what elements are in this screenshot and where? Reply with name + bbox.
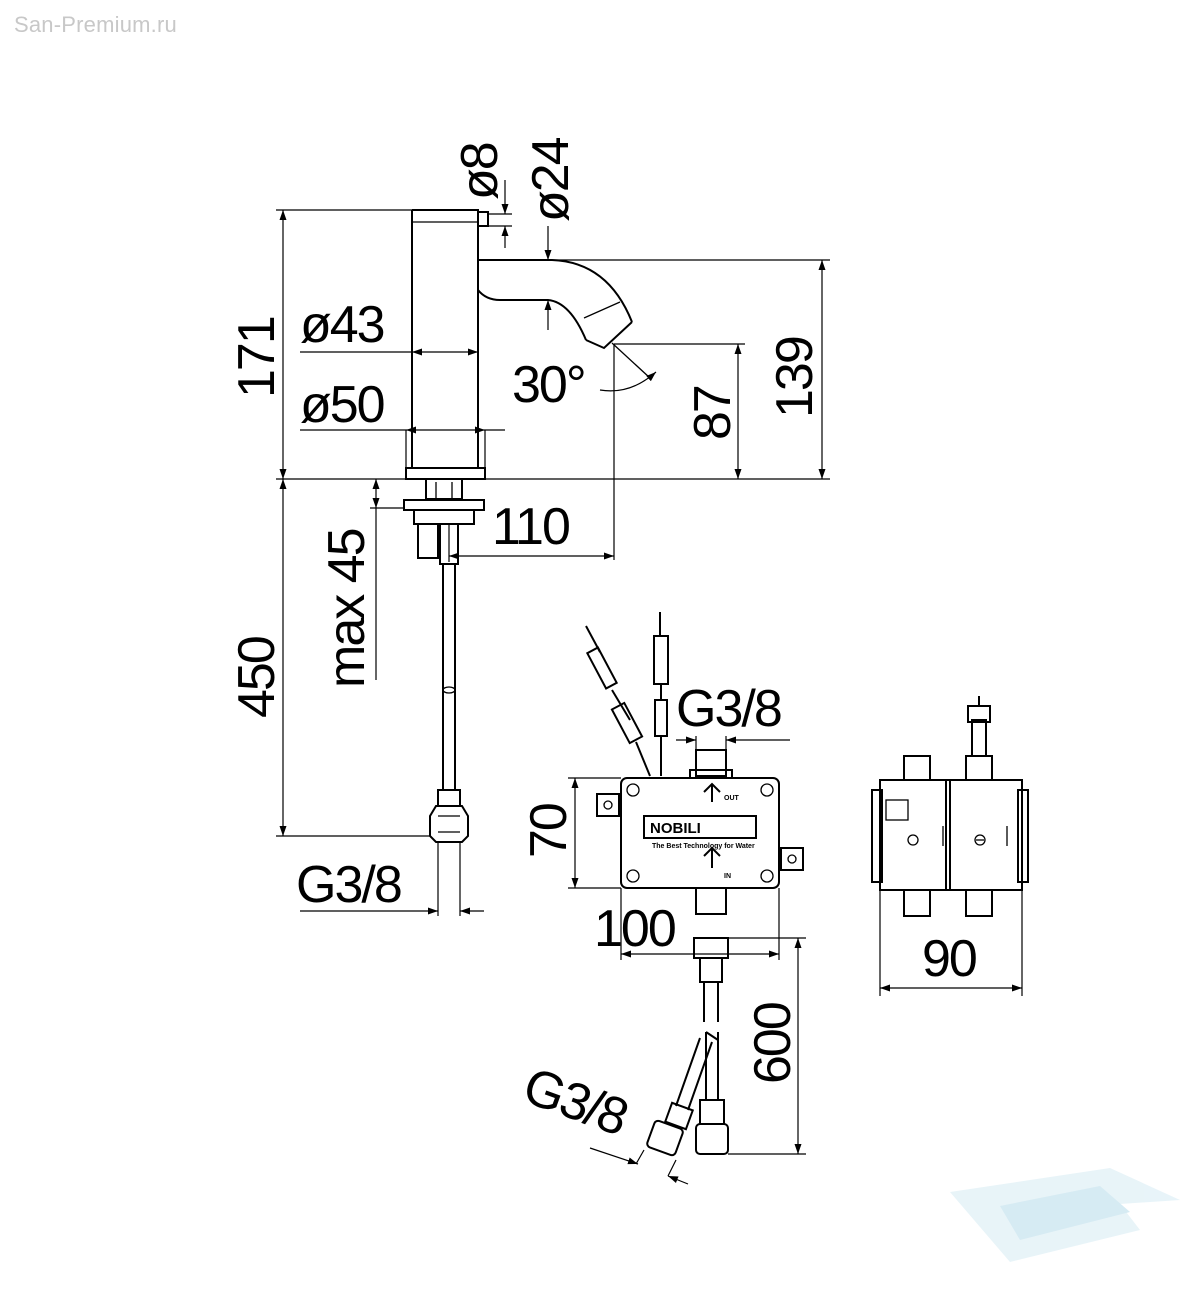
dim-87: 87 bbox=[684, 386, 742, 440]
control-box-side: 90 bbox=[871, 696, 1029, 996]
dim-box-height: 70 bbox=[520, 804, 578, 858]
dim-hose600: 600 bbox=[744, 1003, 802, 1084]
dim-max45: max 45 bbox=[318, 529, 376, 688]
dim-d8: ø8 bbox=[451, 143, 509, 200]
box-brand: NOBILI bbox=[650, 820, 701, 837]
dim-d43: ø43 bbox=[300, 296, 384, 354]
dim-450: 450 bbox=[228, 637, 286, 718]
dim-thread-hose: G3/8 bbox=[516, 1057, 634, 1147]
dim-139: 139 bbox=[766, 337, 824, 418]
dim-d50: ø50 bbox=[300, 376, 384, 434]
logo-watermark bbox=[950, 1168, 1180, 1262]
box-dimensions bbox=[568, 736, 806, 1185]
box-labels: G3/8 70 100 600 G3/8 bbox=[516, 680, 802, 1147]
dim-box-width: 100 bbox=[594, 900, 675, 958]
faucet-labels: ø8 ø24 ø43 ø50 171 30° 87 139 110 max 45… bbox=[228, 137, 824, 914]
dim-thread-box-in: G3/8 bbox=[676, 680, 781, 738]
in-label: IN bbox=[724, 873, 731, 880]
dim-box-depth: 90 bbox=[922, 930, 976, 988]
dim-angle: 30° bbox=[512, 356, 585, 414]
dim-171: 171 bbox=[228, 317, 286, 398]
dim-thread-faucet: G3/8 bbox=[296, 856, 401, 914]
dim-d24: ø24 bbox=[522, 137, 580, 222]
mounting-shank bbox=[403, 478, 485, 843]
faucet-dimensions bbox=[276, 180, 830, 916]
out-label: OUT bbox=[724, 795, 740, 802]
dim-110: 110 bbox=[492, 498, 569, 556]
control-box-front: OUT IN NOBILI The Best Technology for Wa… bbox=[585, 612, 804, 1157]
box-tagline: The Best Technology for Water bbox=[652, 843, 755, 850]
watermark-text: San-Premium.ru bbox=[14, 12, 177, 37]
